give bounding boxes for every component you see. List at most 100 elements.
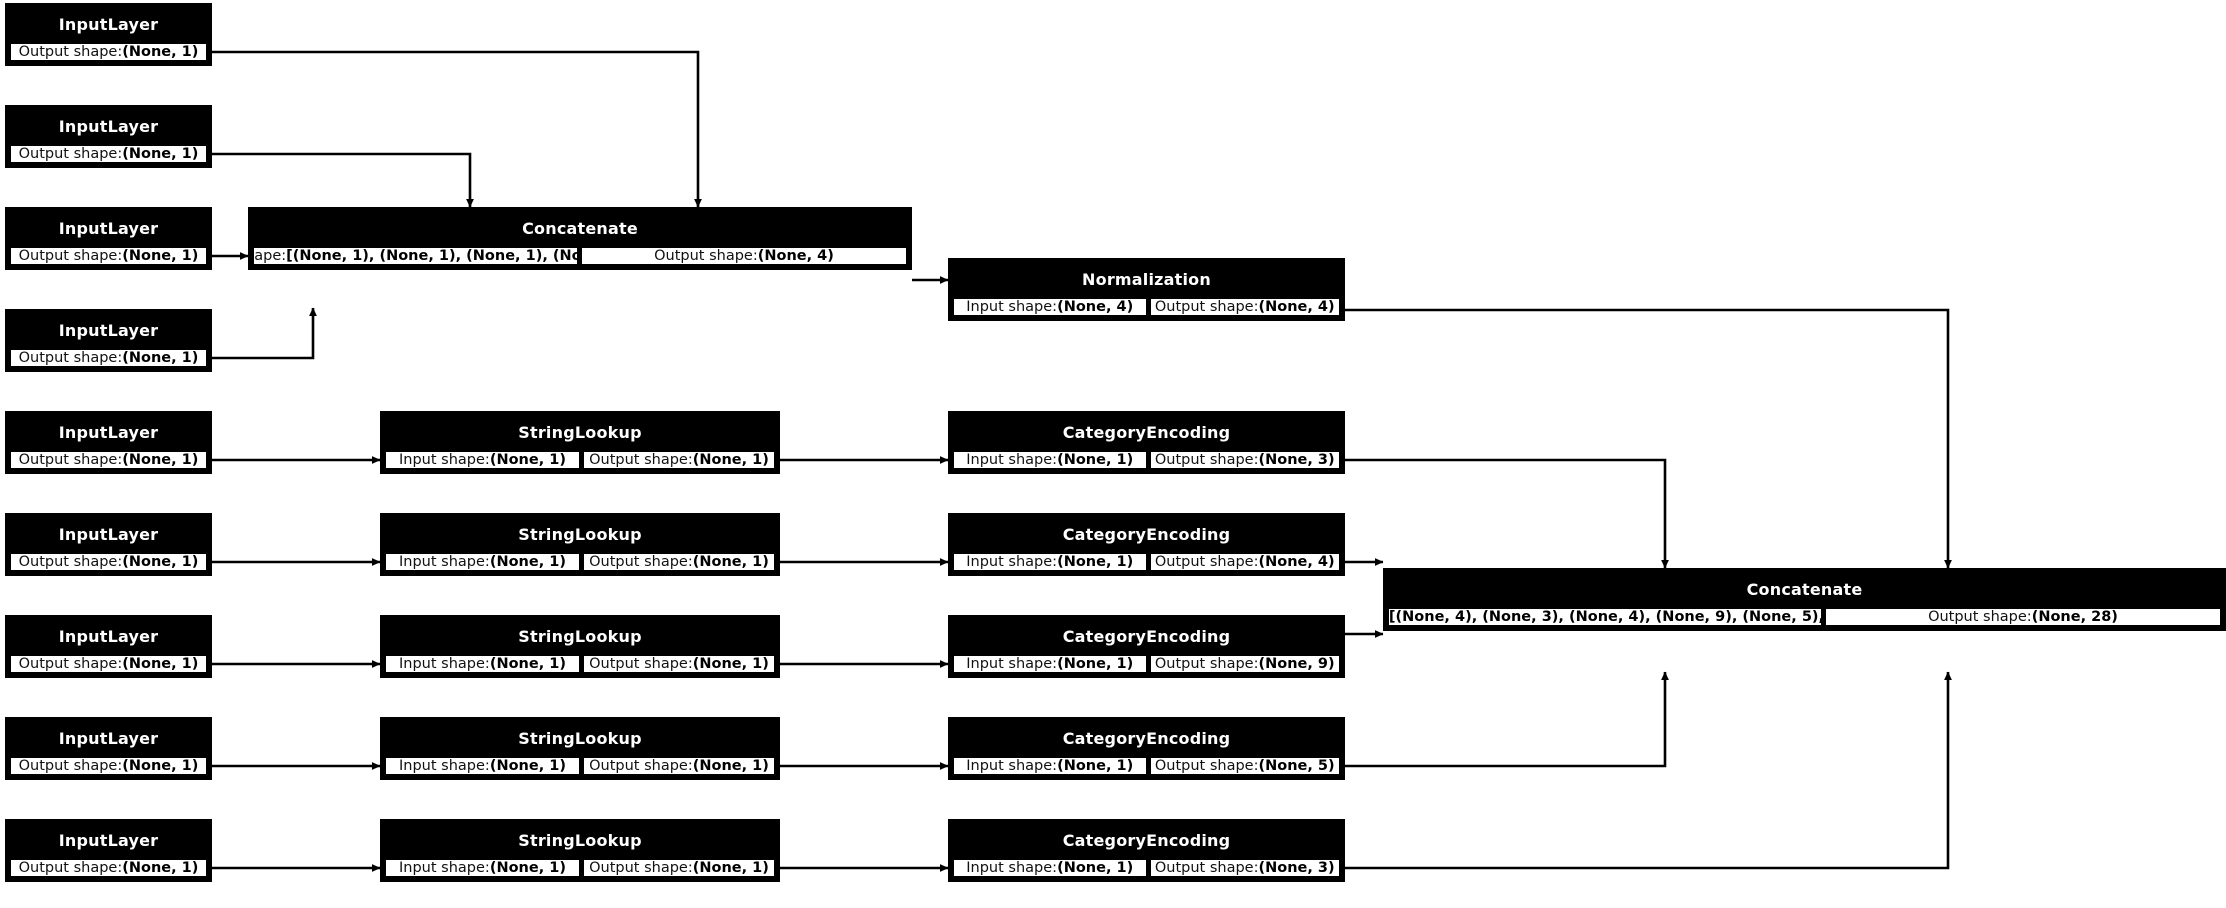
input-shape-value: (None, 1) (489, 656, 566, 672)
input-shape-cell: Input shape: (None, 1) (385, 655, 580, 673)
edge-input2-to-concat (212, 152, 474, 208)
node-shape-row: Output shape: (None, 1) (8, 757, 209, 777)
node-inputlayer-categorical-1[interactable]: InputLayer Output shape: (None, 1) (5, 411, 212, 474)
output-shape-value: (None, 1) (122, 248, 199, 264)
node-shape-row: Output shape: (None, 1) (8, 247, 209, 267)
node-title: InputLayer (8, 822, 209, 859)
output-shape-label: Output shape: (589, 656, 693, 672)
node-title: InputLayer (8, 516, 209, 553)
input-shape-cell: Input shape: (None, 1) (953, 859, 1147, 877)
output-shape-cell: Output shape: (None, 3) (1149, 859, 1340, 877)
output-shape-cell: Output shape: (None, 4) (1149, 553, 1340, 571)
input-shape-value: (None, 1) (1057, 554, 1134, 570)
node-shape-row: Output shape: (None, 1) (8, 859, 209, 879)
node-title: StringLookup (383, 414, 777, 451)
edge-cat4-encoding-to-concat (1345, 671, 1669, 768)
output-shape-value: (None, 1) (692, 656, 769, 672)
node-concatenate-final[interactable]: Concatenate Input shape: [(None, 4), (No… (1383, 568, 2226, 631)
node-title: StringLookup (383, 516, 777, 553)
output-shape-cell: Output shape: (None, 1) (10, 145, 207, 163)
output-shape-cell: Output shape: (None, 5) (1149, 757, 1340, 775)
input-shape-cell: Input shape: (None, 1) (953, 655, 1147, 673)
output-shape-value: (None, 1) (122, 146, 199, 162)
input-shape-label: Input shape: (399, 860, 490, 876)
output-shape-value: (None, 9) (1258, 656, 1335, 672)
node-title: CategoryEncoding (951, 414, 1342, 451)
node-title: CategoryEncoding (951, 822, 1342, 859)
output-shape-cell: Output shape: (None, 1) (10, 43, 207, 61)
node-shape-row: Output shape: (None, 1) (8, 451, 209, 471)
node-stringlookup-4[interactable]: StringLookup Input shape: (None, 1) Outp… (380, 717, 780, 780)
output-shape-value: (None, 1) (692, 758, 769, 774)
node-shape-row: Input shape: (None, 1) Output shape: (No… (951, 655, 1342, 675)
node-inputlayer-numeric-4[interactable]: InputLayer Output shape: (None, 1) (5, 309, 212, 372)
node-title: StringLookup (383, 822, 777, 859)
output-shape-cell: Output shape: (None, 1) (10, 655, 207, 673)
output-shape-label: Output shape: (1154, 452, 1259, 468)
node-categoryencoding-2[interactable]: CategoryEncoding Input shape: (None, 1) … (948, 513, 1345, 576)
node-shape-row: Input shape: (None, 1) Output shape: (No… (951, 451, 1342, 471)
edge-cat1-encoding-to-concat (1345, 458, 1669, 569)
output-shape-cell: Output shape: (None, 1) (10, 247, 207, 265)
input-shape-cell: Input shape: (None, 1) (953, 757, 1147, 775)
edge-input4-to-concat (212, 307, 317, 360)
node-stringlookup-2[interactable]: StringLookup Input shape: (None, 1) Outp… (380, 513, 780, 576)
input-shape-cell: Input shape: [(None, 4), (None, 3), (Non… (1388, 608, 1822, 626)
node-stringlookup-5[interactable]: StringLookup Input shape: (None, 1) Outp… (380, 819, 780, 882)
node-shape-row: Input shape: (None, 4) Output shape: (No… (951, 298, 1342, 318)
input-shape-value: (None, 4) (1057, 299, 1134, 315)
output-shape-value: (None, 1) (122, 350, 199, 366)
node-shape-row: Input shape: (None, 1) Output shape: (No… (951, 859, 1342, 879)
output-shape-cell: Output shape: (None, 3) (1149, 451, 1340, 469)
node-inputlayer-categorical-4[interactable]: InputLayer Output shape: (None, 1) (5, 717, 212, 780)
output-shape-value: (None, 1) (122, 554, 199, 570)
input-shape-label: Input shape: (254, 248, 287, 264)
output-shape-value: (None, 1) (122, 656, 199, 672)
node-inputlayer-categorical-3[interactable]: InputLayer Output shape: (None, 1) (5, 615, 212, 678)
node-inputlayer-categorical-2[interactable]: InputLayer Output shape: (None, 1) (5, 513, 212, 576)
input-shape-value: (None, 1) (489, 758, 566, 774)
edge-normalization-to-final-concat (1345, 308, 1952, 569)
input-shape-label: Input shape: (966, 554, 1058, 570)
node-concatenate-numeric[interactable]: Concatenate Input shape: [(None, 1), (No… (248, 207, 912, 270)
output-shape-value: (None, 28) (2031, 609, 2118, 625)
node-inputlayer-categorical-5[interactable]: InputLayer Output shape: (None, 1) (5, 819, 212, 882)
node-shape-row: Input shape: (None, 1) Output shape: (No… (383, 859, 777, 879)
input-shape-value: [(None, 4), (None, 3), (None, 4), (None,… (1388, 609, 1822, 625)
output-shape-cell: Output shape: (None, 1) (583, 757, 775, 775)
node-stringlookup-3[interactable]: StringLookup Input shape: (None, 1) Outp… (380, 615, 780, 678)
node-title: StringLookup (383, 618, 777, 655)
output-shape-value: (None, 1) (692, 452, 769, 468)
input-shape-cell: Input shape: (None, 4) (953, 298, 1147, 316)
node-title: InputLayer (8, 312, 209, 349)
output-shape-label: Output shape: (1928, 609, 2032, 625)
node-title: CategoryEncoding (951, 516, 1342, 553)
node-title: InputLayer (8, 618, 209, 655)
node-categoryencoding-3[interactable]: CategoryEncoding Input shape: (None, 1) … (948, 615, 1345, 678)
node-shape-row: Output shape: (None, 1) (8, 553, 209, 573)
node-categoryencoding-4[interactable]: CategoryEncoding Input shape: (None, 1) … (948, 717, 1345, 780)
node-normalization[interactable]: Normalization Input shape: (None, 4) Out… (948, 258, 1345, 321)
output-shape-cell: Output shape: (None, 4) (581, 247, 907, 265)
node-shape-row: Input shape: (None, 1) Output shape: (No… (951, 757, 1342, 777)
input-shape-label: Input shape: (966, 299, 1058, 315)
input-shape-label: Input shape: (966, 758, 1058, 774)
output-shape-label: Output shape: (18, 350, 123, 366)
node-inputlayer-numeric-3[interactable]: InputLayer Output shape: (None, 1) (5, 207, 212, 270)
output-shape-value: (None, 1) (692, 860, 769, 876)
input-shape-label: Input shape: (966, 452, 1058, 468)
node-inputlayer-numeric-2[interactable]: InputLayer Output shape: (None, 1) (5, 105, 212, 168)
input-shape-cell: Input shape: [(None, 1), (None, 1), (Non… (253, 247, 578, 265)
node-inputlayer-numeric-1[interactable]: InputLayer Output shape: (None, 1) (5, 3, 212, 66)
output-shape-label: Output shape: (18, 452, 123, 468)
node-shape-row: Input shape: (None, 1) Output shape: (No… (383, 451, 777, 471)
output-shape-cell: Output shape: (None, 4) (1149, 298, 1340, 316)
node-categoryencoding-5[interactable]: CategoryEncoding Input shape: (None, 1) … (948, 819, 1345, 882)
output-shape-value: (None, 5) (1258, 758, 1335, 774)
edge-cat5-encoding-to-concat (1345, 671, 1952, 870)
node-shape-row: Output shape: (None, 1) (8, 349, 209, 369)
node-categoryencoding-1[interactable]: CategoryEncoding Input shape: (None, 1) … (948, 411, 1345, 474)
output-shape-label: Output shape: (1154, 554, 1259, 570)
output-shape-cell: Output shape: (None, 9) (1149, 655, 1340, 673)
node-stringlookup-1[interactable]: StringLookup Input shape: (None, 1) Outp… (380, 411, 780, 474)
